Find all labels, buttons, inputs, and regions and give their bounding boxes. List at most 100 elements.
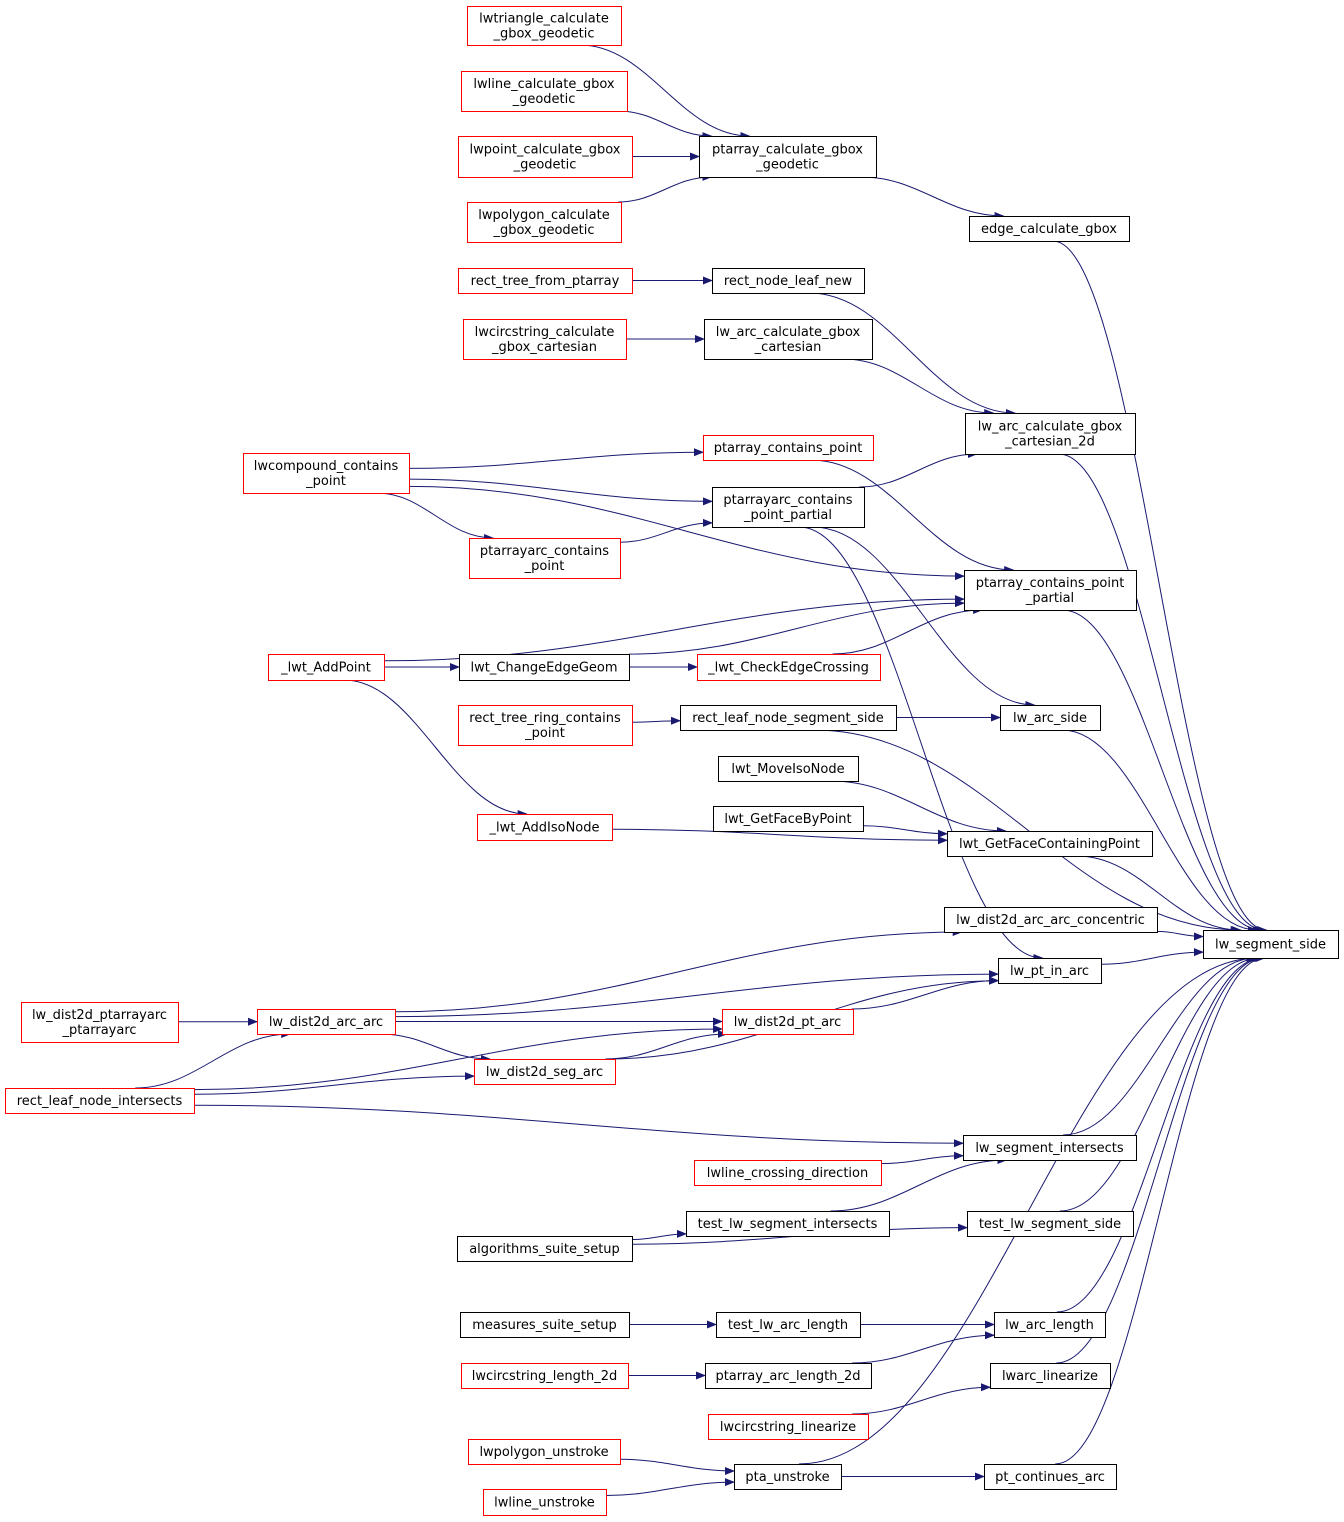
node-algorithms_suite_setup[interactable]: algorithms_suite_setup <box>457 1236 633 1262</box>
edge-lw_dist2d_arc_arc-to-lw_dist2d_seg_arc <box>380 1033 491 1063</box>
node-label: lw_dist2d_ptarrayarc <box>32 1008 167 1023</box>
node-lwline_calculate_gbox_geodetic[interactable]: lwline_calculate_gbox_geodetic <box>461 71 628 112</box>
edge-lw_dist2d_arc_arc-to-lw_pt_in_arc <box>394 970 999 1018</box>
node-box <box>697 654 881 681</box>
node-lwcompound_contains_point[interactable]: lwcompound_contains_point <box>243 453 410 494</box>
node-rect_leaf_node_intersects[interactable]: rect_leaf_node_intersects <box>5 1088 195 1114</box>
node-ptarray_calculate_gbox_geodetic[interactable]: ptarray_calculate_gbox_geodetic <box>699 136 877 178</box>
node-label: lwcircstring_linearize <box>720 1420 856 1435</box>
edge-rect_node_leaf_new-to-lw_arc_calculate_gbox_cartesian_2d <box>809 292 1016 417</box>
node-rect_tree_ring_contains_point[interactable]: rect_tree_ring_contains_point <box>458 705 633 746</box>
node-label: lwarc_linearize <box>1002 1369 1098 1384</box>
node-lw_arc_calculate_gbox_cartesian[interactable]: lw_arc_calculate_gbox_cartesian <box>704 319 873 360</box>
node-ptarray_contains_point_partial[interactable]: ptarray_contains_point_partial <box>964 570 1137 611</box>
edge-lwline_unstroke-to-pta_unstroke <box>605 1478 735 1496</box>
node-lwt_ChangeEdgeGeom[interactable]: lwt_ChangeEdgeGeom <box>459 654 630 681</box>
edge-ptarray_contains_point_partial-to-lw_segment_side <box>1062 609 1263 934</box>
edge-_lwt_AddPoint-to-_lwt_AddIsoNode <box>343 679 528 818</box>
node-lw_arc_side[interactable]: lw_arc_side <box>1000 705 1101 731</box>
node-label: lw_arc_side <box>1013 711 1087 726</box>
node-box <box>734 1464 842 1490</box>
node-lw_dist2d_seg_arc[interactable]: lw_dist2d_seg_arc <box>474 1059 616 1085</box>
node-box <box>463 319 627 360</box>
node-label: _geodetic <box>755 158 819 173</box>
node-label: lwtriangle_calculate <box>479 12 609 27</box>
node-lw_segment_intersects[interactable]: lw_segment_intersects <box>963 1135 1137 1161</box>
node-lw_arc_length[interactable]: lw_arc_length <box>994 1312 1106 1338</box>
node-lwline_crossing_direction[interactable]: lwline_crossing_direction <box>694 1160 882 1186</box>
node-box <box>458 705 633 746</box>
edge-lw_dist2d_pt_arc-to-lw_pt_in_arc <box>851 976 999 1010</box>
node-lwpoint_calculate_gbox_geodetic[interactable]: lwpoint_calculate_gbox_geodetic <box>458 136 633 178</box>
edge-rect_leaf_node_segment_side-to-lw_segment_side <box>814 729 1242 934</box>
edge-ptarrayarc_contains_point_partial-to-lw_arc_side <box>812 526 1036 709</box>
node-test_lw_segment_intersects[interactable]: test_lw_segment_intersects <box>686 1211 890 1237</box>
node-box <box>704 319 873 360</box>
node-lw_dist2d_arc_arc[interactable]: lw_dist2d_arc_arc <box>257 1009 396 1035</box>
node-lw_dist2d_arc_arc_concentric[interactable]: lw_dist2d_arc_arc_concentric <box>944 907 1158 933</box>
node-label: ptarrayarc_contains <box>723 493 852 508</box>
node-lwpolygon_calculate_gbox_geodetic[interactable]: lwpolygon_calculate_gbox_geodetic <box>467 202 622 243</box>
node-label: _cartesian <box>754 340 822 355</box>
node-lwcircstring_length_2d[interactable]: lwcircstring_length_2d <box>461 1363 629 1389</box>
edge-lw_arc_calculate_gbox_cartesian-to-lw_arc_calculate_gbox_cartesian_2d <box>843 358 995 417</box>
node-box <box>460 1312 630 1338</box>
node-lw_dist2d_ptarrayarc_ptarrayarc[interactable]: lw_dist2d_ptarrayarc_ptarrayarc <box>21 1002 179 1043</box>
node-lwcircstring_calculate_gbox_cartesian[interactable]: lwcircstring_calculate_gbox_cartesian <box>463 319 627 360</box>
edge-test_lw_segment_intersects-to-lw_segment_intersects <box>830 1156 1008 1212</box>
node-label: lw_dist2d_pt_arc <box>734 1015 842 1030</box>
node-_lwt_AddPoint[interactable]: _lwt_AddPoint <box>268 654 385 681</box>
node-box <box>947 831 1153 857</box>
node-box <box>712 487 865 528</box>
node-label: _ptarrayarc <box>61 1023 136 1038</box>
node-label: rect_leaf_node_segment_side <box>692 711 884 726</box>
edge-ptarrayarc_contains_point_partial-to-lw_pt_in_arc <box>799 526 1044 962</box>
node-label: lwcircstring_calculate <box>475 325 615 340</box>
node-ptarrayarc_contains_point[interactable]: ptarrayarc_contains_point <box>469 538 621 579</box>
node-rect_tree_from_ptarray[interactable]: rect_tree_from_ptarray <box>458 268 633 294</box>
node-ptarray_arc_length_2d[interactable]: ptarray_arc_length_2d <box>705 1363 872 1389</box>
node-lwt_GetFaceByPoint[interactable]: lwt_GetFaceByPoint <box>713 806 864 832</box>
node-pta_unstroke[interactable]: pta_unstroke <box>734 1464 842 1490</box>
node-_lwt_AddIsoNode[interactable]: _lwt_AddIsoNode <box>477 814 613 841</box>
node-ptarray_contains_point[interactable]: ptarray_contains_point <box>703 435 874 461</box>
node-lwtriangle_calculate_gbox_geodetic[interactable]: lwtriangle_calculate_gbox_geodetic <box>467 6 622 46</box>
edge-rect_leaf_node_intersects-to-lw_dist2d_pt_arc <box>193 1025 723 1091</box>
node-lw_arc_calculate_gbox_cartesian_2d[interactable]: lw_arc_calculate_gbox_cartesian_2d <box>965 413 1136 455</box>
node-test_lw_arc_length[interactable]: test_lw_arc_length <box>716 1312 861 1338</box>
node-box <box>469 538 621 579</box>
node-measures_suite_setup[interactable]: measures_suite_setup <box>460 1312 630 1338</box>
node-lw_pt_in_arc[interactable]: lw_pt_in_arc <box>998 958 1102 984</box>
node-box <box>459 654 630 681</box>
node-lwt_GetFaceContainingPoint[interactable]: lwt_GetFaceContainingPoint <box>947 831 1153 857</box>
node-lwcircstring_linearize[interactable]: lwcircstring_linearize <box>708 1414 869 1440</box>
node-box <box>477 814 613 841</box>
node-lwt_MoveIsoNode[interactable]: lwt_MoveIsoNode <box>718 756 859 782</box>
nodes-layer: lw_segment_sideedge_calculate_gboxptarra… <box>5 6 1339 1516</box>
node-test_lw_segment_side[interactable]: test_lw_segment_side <box>967 1211 1134 1237</box>
edge-lw_arc_side-to-lw_segment_side <box>1062 729 1258 934</box>
node-edge_calculate_gbox[interactable]: edge_calculate_gbox <box>969 216 1130 242</box>
node-lwpolygon_unstroke[interactable]: lwpolygon_unstroke <box>468 1439 621 1465</box>
edge-lwt_ChangeEdgeGeom-to-ptarray_contains_point_partial <box>628 599 965 655</box>
node-rect_leaf_node_segment_side[interactable]: rect_leaf_node_segment_side <box>680 705 897 731</box>
node-_lwt_CheckEdgeCrossing[interactable]: _lwt_CheckEdgeCrossing <box>697 654 881 681</box>
edge-rect_tree_ring_contains_point-to-rect_leaf_node_segment_side <box>631 716 681 725</box>
edge-lw_dist2d_seg_arc-to-lw_dist2d_pt_arc <box>605 1030 728 1060</box>
node-label: ptarray_contains_point <box>976 576 1125 591</box>
node-rect_node_leaf_new[interactable]: rect_node_leaf_new <box>712 268 865 294</box>
node-box <box>944 907 1158 933</box>
node-label: test_lw_segment_side <box>979 1217 1121 1232</box>
node-pt_continues_arc[interactable]: pt_continues_arc <box>984 1464 1117 1490</box>
edge-lwcompound_contains_point-to-ptarrayarc_contains_point <box>377 492 495 542</box>
node-box <box>467 202 622 243</box>
node-lwarc_linearize[interactable]: lwarc_linearize <box>990 1363 1111 1389</box>
node-box <box>680 705 897 731</box>
node-ptarrayarc_contains_point_partial[interactable]: ptarrayarc_contains_point_partial <box>712 487 865 528</box>
node-label: _gbox_geodetic <box>492 223 594 238</box>
node-label: lw_dist2d_arc_arc <box>269 1015 383 1030</box>
node-lwline_unstroke[interactable]: lwline_unstroke <box>483 1489 607 1516</box>
node-lw_dist2d_pt_arc[interactable]: lw_dist2d_pt_arc <box>722 1009 854 1035</box>
edge-lwcompound_contains_point-to-ptarray_contains_point_partial <box>408 485 965 581</box>
edge-lwt_MoveIsoNode-to-lwt_GetFaceContainingPoint <box>831 780 1007 835</box>
